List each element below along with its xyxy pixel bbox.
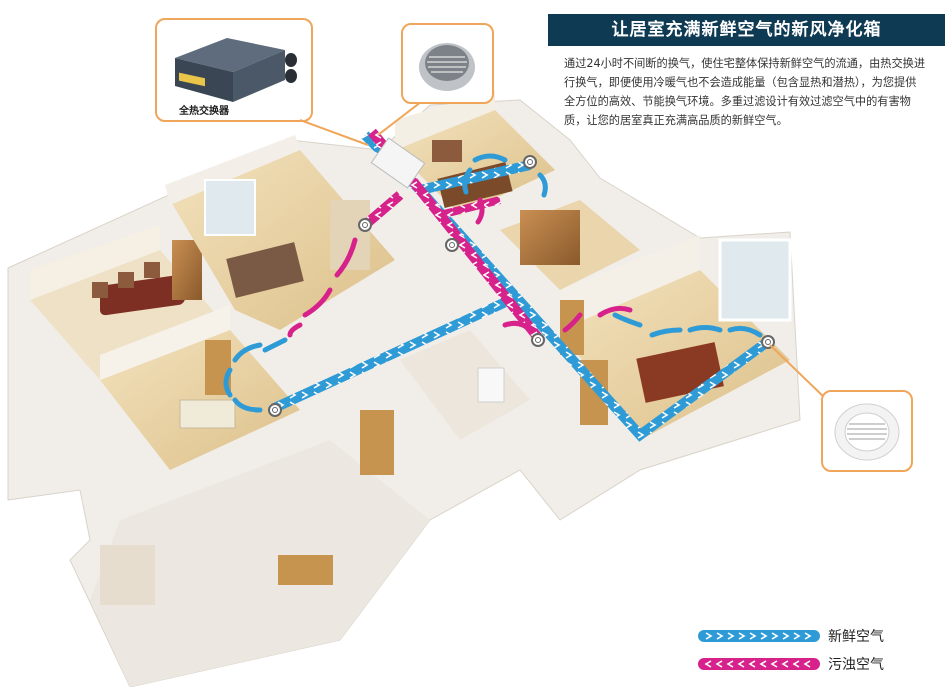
indoor-vent-callout: [821, 390, 913, 472]
fresh-air-flow-arrows: [223, 153, 763, 413]
air-vent: [531, 333, 545, 347]
heat-exchanger-callout: 全热交换器: [155, 18, 313, 122]
big-window: [718, 238, 792, 322]
picture-frame: [144, 262, 160, 278]
fresh-air-swatch-icon: [698, 630, 820, 642]
air-vent: [523, 155, 537, 169]
air-vent: [445, 238, 459, 252]
window: [204, 179, 256, 236]
entry-floor: [90, 440, 430, 687]
outdoor-vent-callout: [401, 23, 494, 104]
page-title: 让居室充满新鲜空气的新风净化箱: [548, 14, 945, 46]
bookshelf: [520, 210, 580, 265]
heat-exchanger-image: [175, 38, 297, 102]
bathroom-floor: [400, 330, 530, 440]
fresh-air-duct: [267, 295, 513, 415]
air-vent: [268, 403, 282, 417]
rug: [226, 242, 304, 298]
heat-exchanger-label: 全热交换器: [179, 106, 229, 117]
wall-painting: [432, 140, 462, 162]
legend-fresh-air-label: 新鲜空气: [828, 629, 884, 645]
outdoor-vent-image: [419, 43, 475, 91]
balcony-floor: [100, 545, 155, 605]
right-bedroom-wall: [560, 235, 700, 330]
washing-machine: [477, 367, 505, 403]
living-room-back-wall: [165, 135, 300, 205]
air-vent: [761, 335, 775, 349]
picture-frame: [92, 282, 108, 298]
indoor-vent-image: [834, 403, 900, 461]
wardrobe: [172, 240, 202, 300]
description-text: 通过24小时不间断的换气，使住宅整体保持新鲜空气的流通，由热交换进行换气，即便使…: [564, 57, 926, 127]
fresh-air-duct: [418, 160, 532, 195]
legend-exhaust-air: 污浊空气: [698, 654, 884, 674]
dining-table: [179, 399, 236, 429]
door: [278, 555, 333, 585]
exhaust-air-duct: [361, 191, 404, 229]
exhaust-air-swatch-icon: [698, 658, 820, 670]
air-vent: [358, 218, 372, 232]
dining-wall: [100, 305, 230, 380]
left-bedroom-wall: [30, 225, 160, 300]
door: [360, 410, 394, 475]
exhaust-air-duct: [439, 196, 501, 219]
picture-frame: [118, 272, 134, 288]
exhaust-air-flow-arrows: [287, 197, 633, 338]
legend-fresh-air: 新鲜空气: [698, 626, 884, 646]
legend-exhaust-air-label: 污浊空气: [828, 657, 884, 673]
ventilation-unit: [370, 137, 426, 189]
